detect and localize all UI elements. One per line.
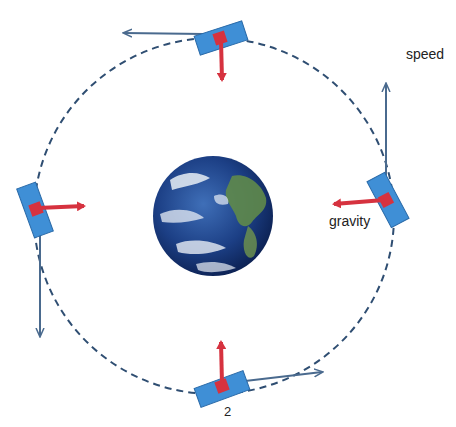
satellite <box>17 182 84 336</box>
earth <box>153 156 273 276</box>
arrow-label: speed <box>406 47 444 62</box>
satellite <box>124 21 248 80</box>
orbit-path <box>34 38 394 394</box>
satellite <box>194 342 322 407</box>
page-number: 2 <box>224 405 231 419</box>
satellite <box>334 84 409 228</box>
arrow-label: gravity <box>329 214 370 229</box>
